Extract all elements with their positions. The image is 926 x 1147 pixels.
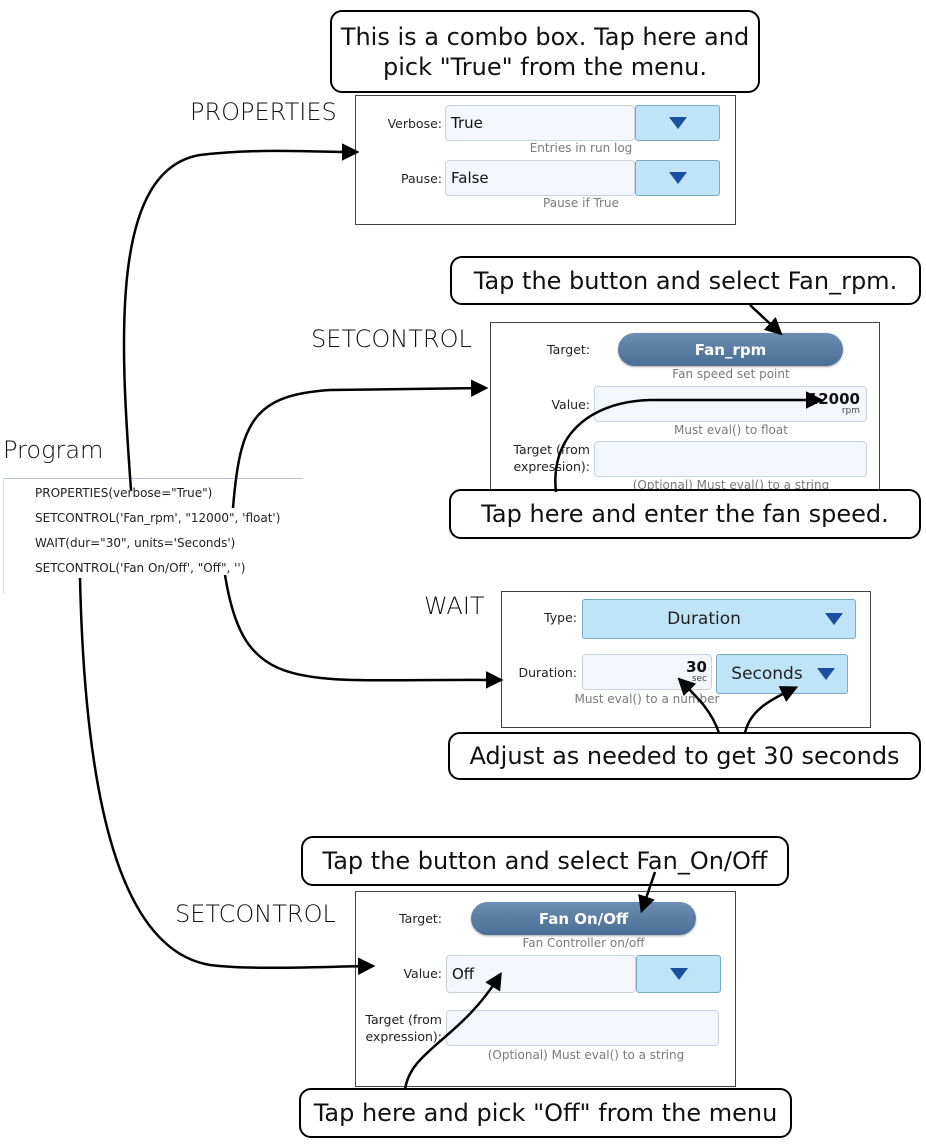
value-unit: rpm bbox=[841, 406, 860, 416]
callout-fan-speed: Tap here and enter the fan speed. bbox=[449, 489, 921, 539]
program-line-properties[interactable]: PROPERTIES(verbose="True") bbox=[35, 486, 213, 500]
triangle-down-icon bbox=[668, 117, 687, 129]
target-expression-label: Target (from expression): bbox=[365, 1012, 442, 1044]
duration-unit: sec bbox=[691, 674, 707, 684]
setcontrol-fan-rpm-panel: Target: Fan_rpm Fan speed set point Valu… bbox=[490, 322, 880, 490]
curved-arrow-icon bbox=[122, 143, 360, 491]
pause-label: Pause: bbox=[401, 171, 442, 186]
value-input[interactable]: 12000 rpm bbox=[594, 386, 867, 422]
triangle-down-icon bbox=[817, 668, 835, 680]
value-hint: Must eval() to float bbox=[674, 423, 788, 437]
target-expression-hint: (Optional) Must eval() to a string bbox=[487, 1048, 685, 1062]
value-label: Value: bbox=[403, 966, 442, 981]
units-value: Seconds bbox=[731, 664, 803, 684]
section-label-setcontrol-2: SETCONTROL bbox=[175, 900, 336, 928]
callout-adjust-seconds: Adjust as needed to get 30 seconds bbox=[448, 732, 921, 780]
program-listing: PROPERTIES(verbose="True") SETCONTROL('F… bbox=[3, 478, 303, 594]
duration-label: Duration: bbox=[518, 665, 577, 680]
callout-fan-onoff: Tap the button and select Fan_On/Off bbox=[301, 836, 789, 886]
pause-hint: Pause if True bbox=[543, 196, 619, 210]
section-label-properties: PROPERTIES bbox=[190, 98, 337, 126]
duration-hint: Must eval() to a number bbox=[574, 692, 720, 706]
target-hint: Fan Controller on/off bbox=[522, 936, 645, 950]
wait-panel: Type: Duration Duration: 30 sec Seconds … bbox=[501, 591, 871, 728]
target-label: Target: bbox=[547, 342, 590, 357]
pause-dropdown-button[interactable] bbox=[635, 160, 720, 196]
target-fan-rpm-button[interactable]: Fan_rpm bbox=[618, 333, 843, 366]
value-combo-field[interactable]: Off bbox=[446, 955, 636, 993]
duration-value: 30 bbox=[686, 658, 707, 676]
type-combo[interactable]: Duration bbox=[582, 599, 856, 639]
section-label-wait: WAIT bbox=[424, 592, 485, 620]
triangle-down-icon bbox=[669, 968, 688, 980]
verbose-dropdown-button[interactable] bbox=[635, 105, 720, 141]
units-combo[interactable]: Seconds bbox=[716, 654, 848, 694]
program-line-setcontrol-fan-onoff[interactable]: SETCONTROL('Fan On/Off', "Off", '') bbox=[35, 561, 246, 575]
target-expression-input[interactable] bbox=[446, 1010, 719, 1046]
triangle-down-icon bbox=[668, 172, 687, 184]
properties-panel: Verbose: True Entries in run log Pause: … bbox=[355, 95, 736, 225]
duration-input[interactable]: 30 sec bbox=[582, 654, 712, 690]
pause-combo-field[interactable]: False bbox=[445, 160, 635, 196]
triangle-down-icon bbox=[825, 613, 843, 625]
target-label: Target: bbox=[399, 911, 442, 926]
value-dropdown-button[interactable] bbox=[636, 955, 721, 993]
value-text: 12000 bbox=[807, 390, 860, 408]
callout-combo-box: This is a combo box. Tap here and pick "… bbox=[330, 10, 760, 93]
target-expression-label: Target (from expression): bbox=[513, 442, 590, 474]
target-hint: Fan speed set point bbox=[672, 367, 790, 381]
setcontrol-fan-onoff-panel: Target: Fan On/Off Fan Controller on/off… bbox=[355, 891, 736, 1087]
value-label: Value: bbox=[551, 397, 590, 412]
program-line-wait[interactable]: WAIT(dur="30", units='Seconds') bbox=[35, 536, 236, 550]
type-value: Duration bbox=[667, 609, 741, 629]
target-fan-onoff-button[interactable]: Fan On/Off bbox=[471, 902, 696, 935]
section-label-setcontrol-1: SETCONTROL bbox=[311, 325, 472, 353]
type-label: Type: bbox=[544, 610, 577, 625]
program-line-setcontrol-fan-rpm[interactable]: SETCONTROL('Fan_rpm', "12000", 'float') bbox=[35, 511, 281, 525]
verbose-hint: Entries in run log bbox=[529, 141, 633, 155]
verbose-combo-field[interactable]: True bbox=[445, 105, 635, 141]
callout-fan-rpm: Tap the button and select Fan_rpm. bbox=[450, 256, 921, 305]
program-title: Program bbox=[3, 436, 104, 464]
verbose-label: Verbose: bbox=[387, 116, 442, 131]
callout-pick-off: Tap here and pick "Off" from the menu bbox=[299, 1088, 792, 1138]
target-expression-input[interactable] bbox=[594, 441, 867, 477]
